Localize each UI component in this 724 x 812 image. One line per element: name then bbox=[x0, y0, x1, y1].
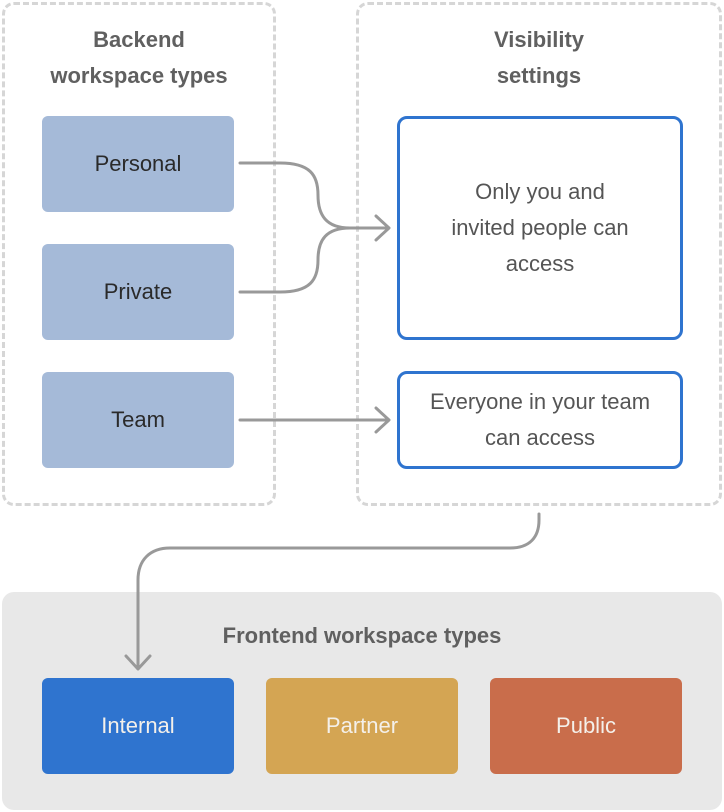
backend-type-label: Private bbox=[103, 279, 173, 304]
backend-type-team[interactable]: Team bbox=[42, 372, 234, 468]
visibility-label: Only you and invited people can access bbox=[451, 179, 629, 276]
frontend-type-label: Partner bbox=[325, 713, 399, 738]
frontend-type-public[interactable]: Public bbox=[490, 678, 682, 774]
frontend-title: Frontend workspace types bbox=[222, 623, 502, 648]
backend-group-title: Backend workspace types bbox=[50, 27, 228, 88]
backend-type-personal[interactable]: Personal bbox=[42, 116, 234, 212]
frontend-type-internal[interactable]: Internal bbox=[42, 678, 234, 774]
backend-type-private[interactable]: Private bbox=[42, 244, 234, 340]
visibility-team[interactable]: Everyone in your team can access bbox=[397, 371, 683, 469]
frontend-type-partner[interactable]: Partner bbox=[266, 678, 458, 774]
backend-type-label: Team bbox=[111, 407, 165, 432]
frontend-type-label: Internal bbox=[101, 713, 175, 738]
visibility-label: Everyone in your team can access bbox=[429, 389, 651, 450]
visibility-invited-only[interactable]: Only you and invited people can access bbox=[397, 116, 683, 340]
visibility-group: Visibility settings bbox=[356, 2, 722, 506]
backend-type-label: Personal bbox=[94, 151, 182, 176]
visibility-group-title: Visibility settings bbox=[493, 27, 585, 88]
frontend-type-label: Public bbox=[556, 713, 616, 738]
